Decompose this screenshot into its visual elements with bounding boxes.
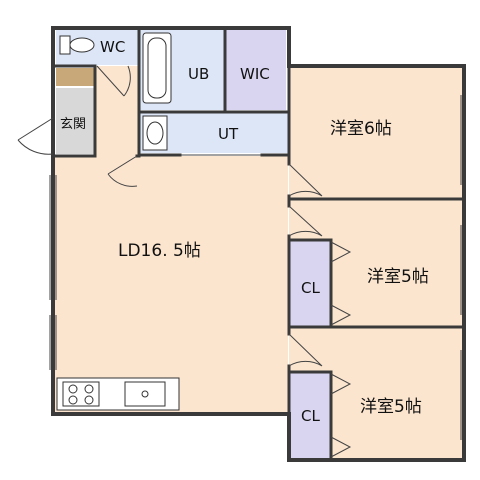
ld-door — [107, 155, 138, 187]
west-room-6-floor — [289, 68, 462, 198]
wic-floor — [226, 30, 286, 110]
entrance-door — [17, 117, 54, 155]
ld-floor — [53, 156, 288, 413]
shoe-rack — [56, 68, 94, 86]
outer-wall — [51, 26, 466, 462]
ut-label: UT — [218, 125, 239, 143]
room6-door — [288, 163, 323, 197]
room5l-door — [288, 333, 323, 367]
entrance-label: 玄関 — [60, 117, 86, 132]
windows — [49, 95, 462, 440]
bathtub-icon — [142, 32, 172, 104]
cl-upper-door-2 — [330, 304, 352, 326]
cl-lower-door — [330, 373, 352, 395]
west-room-5-upper-label: 洋室5帖 — [367, 267, 429, 287]
cl-lower-door-2 — [330, 436, 352, 458]
ld-label: LD16. 5帖 — [118, 241, 201, 261]
stove-icon — [62, 381, 100, 407]
doors — [17, 65, 352, 458]
walls — [51, 26, 466, 462]
room5u-door — [288, 205, 323, 237]
cl-upper-label: CL — [301, 279, 320, 297]
room-floors — [53, 30, 462, 458]
washbasin-icon — [142, 115, 168, 151]
wc-label: WC — [100, 38, 125, 56]
cl-upper-floor — [290, 240, 330, 326]
cl-upper-door — [330, 241, 352, 263]
cl-lower-floor — [290, 372, 330, 458]
west-room-5-lower-label: 洋室5帖 — [360, 397, 422, 417]
hall-floor — [95, 66, 139, 156]
wc-door — [96, 65, 131, 97]
kitchen-counter — [56, 377, 180, 411]
wic-label: WIC — [240, 65, 270, 83]
west-room-6-label: 洋室6帖 — [330, 119, 392, 139]
sink-icon — [124, 381, 166, 407]
entrance-floor — [56, 88, 94, 154]
ub-label: UB — [188, 65, 209, 83]
toilet-icon — [59, 35, 95, 55]
cl-lower-label: CL — [301, 407, 320, 425]
